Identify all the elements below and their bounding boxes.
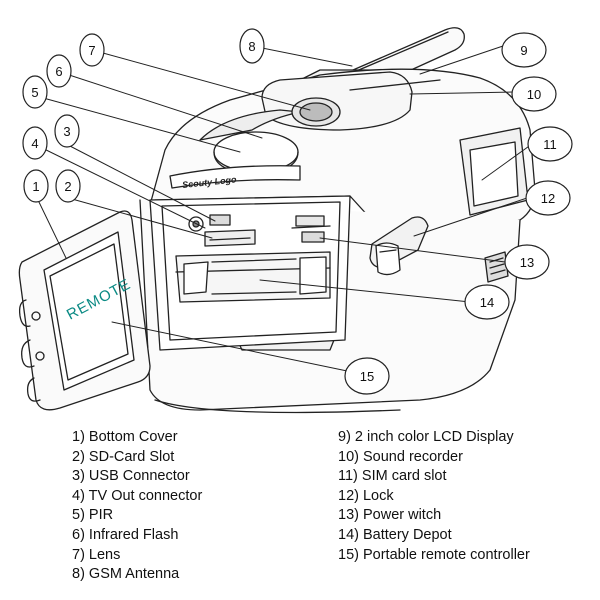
callout-8 <box>239 28 265 64</box>
callout-14 <box>464 284 510 320</box>
legend-item-remote-controller: 15) Portable remote controller <box>338 546 530 563</box>
callout-number-11: 11 <box>543 137 557 152</box>
callout-6 <box>46 54 72 88</box>
legend-item-tv-out: 4) TV Out connector <box>72 487 203 504</box>
legend-item-gsm-antenna: 8) GSM Antenna <box>72 566 180 583</box>
legend-right-column: 9) 2 inch color LCD Display 10) Sound re… <box>338 428 530 565</box>
callout-12 <box>525 180 571 216</box>
callout-number-7: 7 <box>88 43 95 58</box>
callout-circles <box>22 28 573 395</box>
legend-item-usb-connector: 3) USB Connector <box>72 468 190 485</box>
callout-number-6: 6 <box>55 64 62 79</box>
legend-item-lock: 12) Lock <box>338 487 394 504</box>
lock <box>369 216 429 276</box>
callout-number-14: 14 <box>480 295 494 310</box>
callout-number-9: 9 <box>520 43 527 58</box>
callout-1 <box>23 169 49 203</box>
callout-number-2: 2 <box>64 179 71 194</box>
bottom-cover: REMOTE <box>18 210 151 411</box>
callout-number-8: 8 <box>248 39 255 54</box>
callout-5 <box>22 75 48 109</box>
legend-item-lcd-display: 9) 2 inch color LCD Display <box>338 429 514 445</box>
legend-item-sim-card-slot: 11) SIM card slot <box>338 468 447 485</box>
callout-number-12: 12 <box>541 191 555 206</box>
legend-item-lens: 7) Lens <box>72 546 121 563</box>
callout-4 <box>22 126 48 160</box>
callout-15 <box>344 357 390 395</box>
callout-number-4: 4 <box>31 136 38 151</box>
legend-item-sound-recorder: 10) Sound recorder <box>338 448 463 465</box>
leader-lines <box>35 45 533 373</box>
legend-item-pir: 5) PIR <box>72 507 114 524</box>
legend-item-infrared-flash: 6) Infrared Flash <box>72 526 179 543</box>
callout-7 <box>79 33 105 67</box>
callout-numbers: 1 2 3 4 5 6 7 8 9 10 11 12 13 14 15 <box>31 39 556 384</box>
battery-compartment <box>149 195 351 351</box>
callout-number-15: 15 <box>360 369 374 384</box>
diagram-svg: REMOTE Scouty Logo <box>18 27 573 414</box>
callout-number-3: 3 <box>63 124 70 139</box>
legend-item-sd-card-slot: 2) SD-Card Slot <box>72 448 175 465</box>
legend-left-column: 1) Bottom Cover 2) SD-Card Slot 3) USB C… <box>72 428 202 585</box>
callout-13 <box>504 244 550 280</box>
callout-number-1: 1 <box>32 179 39 194</box>
legend-item-battery-depot: 14) Battery Depot <box>338 526 452 543</box>
callout-9 <box>501 32 547 68</box>
callout-10 <box>511 76 557 112</box>
callout-number-5: 5 <box>31 85 38 100</box>
callout-11 <box>527 126 573 162</box>
callout-number-13: 13 <box>520 255 534 270</box>
callout-2 <box>55 169 81 203</box>
callout-number-10: 10 <box>527 87 541 102</box>
callout-3 <box>54 114 80 148</box>
legend-item-bottom-cover: 1) Bottom Cover <box>72 429 178 445</box>
legend-item-power-switch: 13) Power witch <box>338 507 442 524</box>
